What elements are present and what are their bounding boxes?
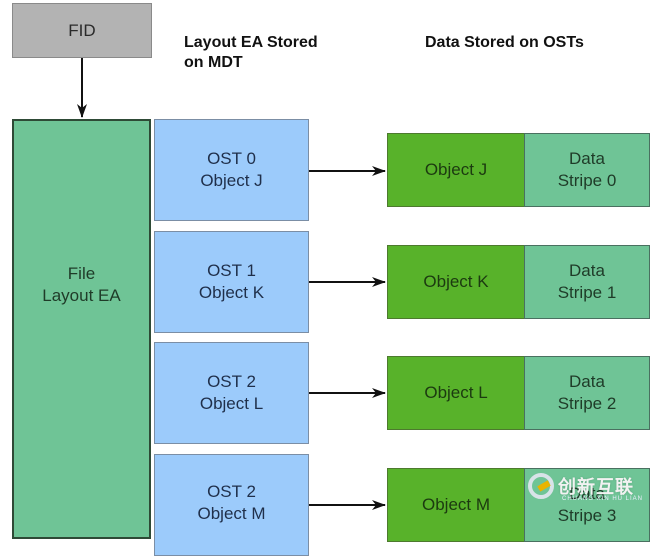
ost-entry-id: OST 1: [207, 261, 256, 280]
stripe-line2: Stripe 0: [557, 171, 617, 190]
stripe-line1: Data: [569, 149, 605, 168]
watermark-text: 创新互联: [558, 477, 634, 497]
file-layout-ea-box: File Layout EA: [12, 119, 151, 539]
data-stripe-1: Data Stripe 1: [524, 245, 650, 319]
watermark-subtext: CHUANG XIN HU LIAN: [562, 496, 644, 502]
fid-label: FID: [68, 20, 96, 40]
heading-mdt-line1: Layout EA Stored: [184, 34, 318, 51]
fid-box: FID: [12, 3, 152, 58]
data-stripe-0: Data Stripe 0: [524, 133, 650, 207]
watermark: 创新互联 CHUANG XIN HU LIAN: [528, 466, 668, 506]
ost-entry-object: Object K: [198, 283, 265, 302]
stripe-line2: Stripe 2: [557, 394, 617, 413]
ost-entry-id: OST 2: [207, 372, 256, 391]
heading-layout-ea-mdt: Layout EA Stored on MDT: [184, 33, 318, 73]
object-label: Object M: [421, 495, 491, 514]
arrows-layer: [77, 58, 386, 510]
ost-entry-0: OST 0 Object J: [154, 119, 309, 221]
ost-entry-object: Object L: [199, 394, 264, 413]
object-label: Object L: [424, 383, 488, 402]
ost-entry-2: OST 2 Object L: [154, 342, 309, 444]
stripe-line2: Stripe 1: [557, 283, 617, 302]
object-box-0: Object J: [387, 133, 525, 207]
watermark-logo-icon: [528, 473, 554, 499]
ost-entry-1: OST 1 Object K: [154, 231, 309, 333]
stripe-line1: Data: [569, 372, 605, 391]
file-layout-line2: Layout EA: [42, 286, 121, 305]
object-box-1: Object K: [387, 245, 525, 319]
data-stripe-2: Data Stripe 2: [524, 356, 650, 430]
ost-entry-id: OST 0: [207, 149, 256, 168]
ost-entry-object: Object J: [200, 171, 263, 190]
ost-entry-id: OST 2: [207, 482, 256, 501]
heading-data-osts: Data Stored on OSTs: [425, 34, 584, 51]
heading-mdt-line2: on MDT: [184, 54, 243, 71]
object-box-2: Object L: [387, 356, 525, 430]
file-layout-line1: File: [67, 264, 96, 283]
object-label: Object J: [424, 160, 488, 179]
stripe-line1: Data: [569, 261, 605, 280]
ost-entry-object: Object M: [197, 504, 266, 523]
object-label: Object K: [423, 272, 489, 291]
stripe-line1: Data: [569, 484, 605, 503]
